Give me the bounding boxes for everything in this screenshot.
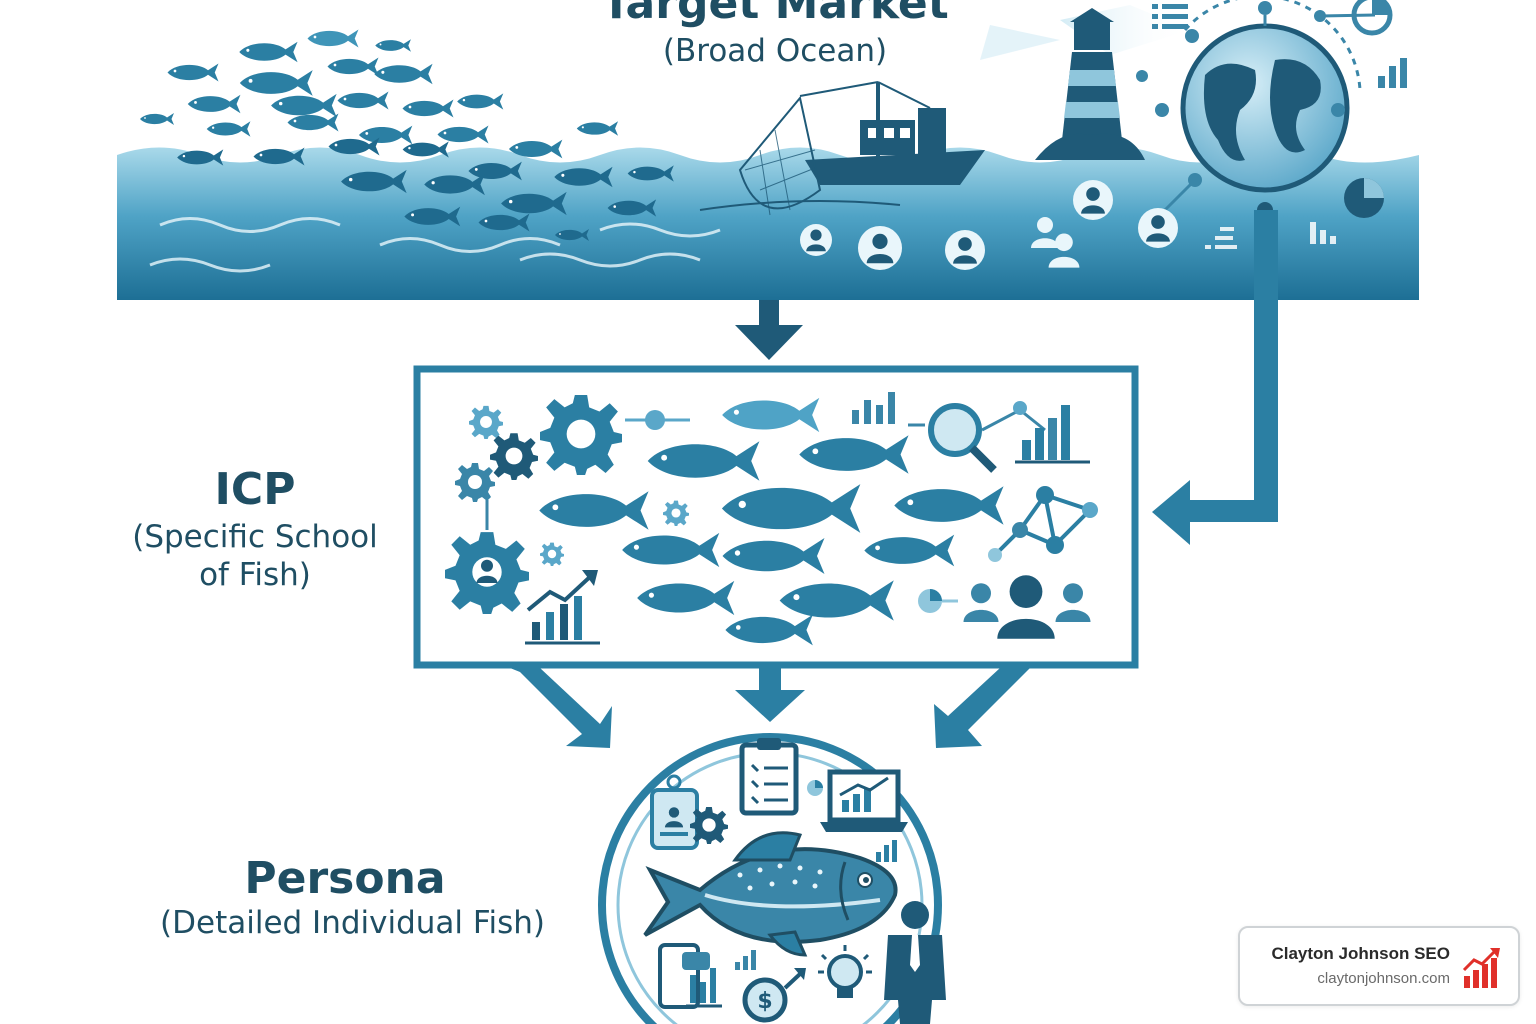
arrows-icp-to-persona: [510, 665, 1030, 748]
network-nodes-icon: [988, 486, 1098, 562]
bar-chart-tiny-icon: [876, 840, 897, 862]
lighthouse-icon: [980, 5, 1190, 160]
dollar-coin-icon: $: [742, 968, 806, 1023]
id-tag-icon: [650, 774, 728, 850]
brand-url[interactable]: claytonjohnson.com: [1317, 970, 1450, 987]
globe-network-icon: [1136, 0, 1376, 218]
team-icon: [918, 575, 1091, 639]
persona-subtitle: (Detailed Individual Fish): [160, 905, 545, 941]
icp-title: ICP: [214, 464, 296, 515]
svg-text:$: $: [757, 989, 772, 1014]
bar-chart-persona-icon: [735, 950, 756, 970]
brand-badge[interactable]: Clayton Johnson SEO claytonjohnson.com: [1238, 926, 1520, 1006]
pie-chart-icon: [1351, 0, 1393, 36]
phone-chat-icon: [658, 943, 722, 1009]
growth-chart-icon: [525, 570, 600, 645]
businessman-icon: [884, 901, 946, 1024]
fishing-boat-icon: [699, 81, 985, 216]
target-market-subtitle: (Broad Ocean): [662, 33, 888, 69]
list-icon: [1152, 4, 1188, 29]
detailed-fish-icon: [643, 831, 898, 957]
chart-lines-icon: [1205, 227, 1237, 249]
key-link-icon: [625, 410, 690, 430]
brand-name: Clayton Johnson SEO: [1271, 944, 1450, 963]
persona-title: Persona: [244, 853, 446, 904]
audience-icons: [800, 180, 1178, 270]
bar-chart-small-icon: [852, 392, 895, 424]
icp-subtitle-line2: of Fish): [199, 557, 311, 593]
pie-small-icon: [807, 780, 823, 796]
target-market-title: Target Market: [601, 0, 949, 29]
arrow-globe-to-icp: [1152, 210, 1278, 545]
analytics-network-icon: [981, 401, 1090, 464]
brand-chart-logo-icon: [1462, 948, 1500, 988]
settings-user-icon: [445, 500, 529, 614]
laptop-chart-icon: [820, 769, 908, 832]
bar-chart-icon-2: [1310, 222, 1336, 244]
bar-chart-icon: [1378, 58, 1407, 88]
clipboard-icon: [739, 738, 799, 816]
pie-chart-icon-2: [1344, 178, 1384, 218]
magnifier-icon: [908, 403, 997, 473]
arrow-ocean-to-icp: [735, 300, 803, 360]
lightbulb-icon: [818, 945, 872, 998]
icp-subtitle: (Specific School of Fish): [110, 518, 400, 594]
icp-subtitle-line1: (Specific School: [132, 519, 378, 555]
